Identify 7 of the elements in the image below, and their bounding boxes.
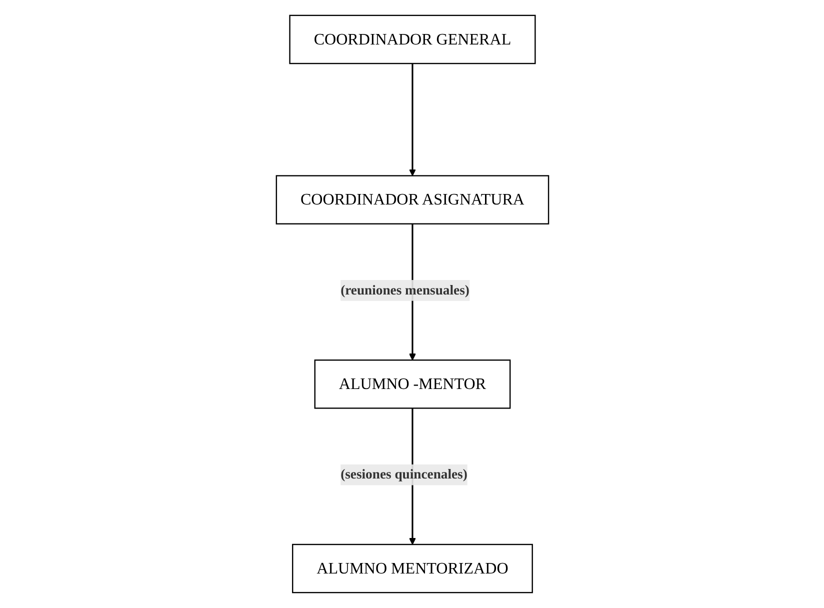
node-box: COORDINADOR ASIGNATURA: [275, 175, 549, 224]
arrow: [408, 64, 416, 176]
edge-label: (reuniones mensuales): [340, 282, 469, 298]
node-box: ALUMNO -MENTOR: [314, 360, 510, 409]
node-box: ALUMNO MENTORIZADO: [292, 544, 532, 594]
node-box: COORDINADOR GENERAL: [288, 14, 536, 64]
edge-label: (sesiones quincenales): [340, 466, 467, 482]
